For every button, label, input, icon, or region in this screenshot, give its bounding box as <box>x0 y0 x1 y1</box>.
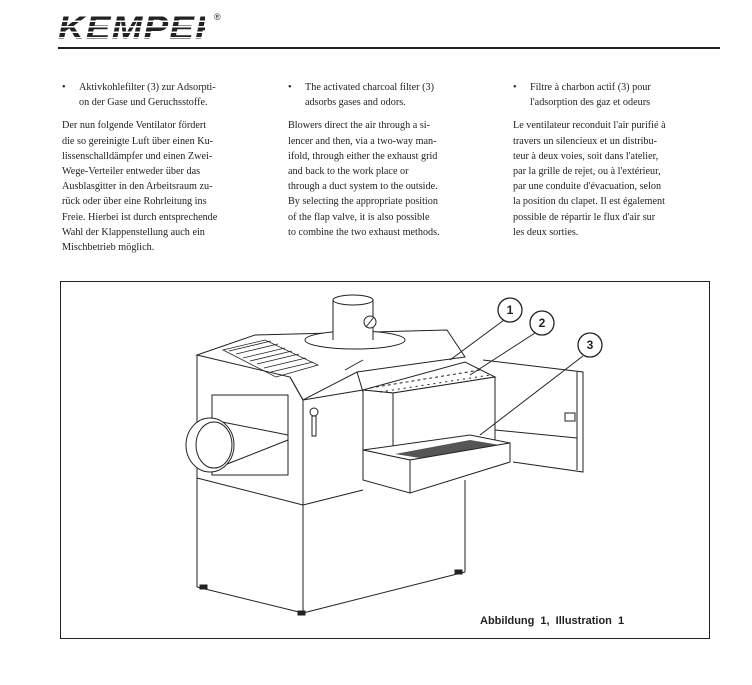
column-english: • The activated charcoal filter (3) adso… <box>288 80 493 240</box>
paragraph: Der nun folgende Ventilator fördert die … <box>62 120 218 254</box>
callout-2 <box>529 310 555 336</box>
bullet-item: • Aktivkohlefilter (3) zur Adsorpti- on … <box>62 82 216 109</box>
column-french: • Filtre à charbon actif (3) pour l'adso… <box>513 80 723 240</box>
callout-1 <box>497 297 523 323</box>
column-german: • Aktivkohlefilter (3) zur Adsorpti- on … <box>62 80 277 255</box>
handle-icon <box>309 407 319 417</box>
header-rule <box>58 47 720 49</box>
bullet-item: • Filtre à charbon actif (3) pour l'adso… <box>513 82 651 109</box>
callout-label: 1 <box>507 303 514 317</box>
figure-caption: Abbildung 1, Illustration 1 <box>480 615 625 627</box>
open-door <box>482 359 584 473</box>
duct-outlet <box>304 294 406 350</box>
exhaust-grille <box>221 339 320 378</box>
paragraph: Blowers direct the air through a si- len… <box>288 120 440 238</box>
registered-mark: ® <box>214 12 221 22</box>
callout-label: 3 <box>587 338 594 352</box>
air-intake <box>185 394 289 476</box>
figure-frame <box>60 281 710 639</box>
callout-label: 2 <box>539 316 546 330</box>
charcoal-tray <box>362 434 511 494</box>
callout-leaders <box>449 319 584 436</box>
bullet-item: • The activated charcoal filter (3) adso… <box>288 82 434 109</box>
paragraph: Le ventilateur reconduit l'air purifié à… <box>513 120 666 238</box>
callout-3 <box>577 332 603 358</box>
